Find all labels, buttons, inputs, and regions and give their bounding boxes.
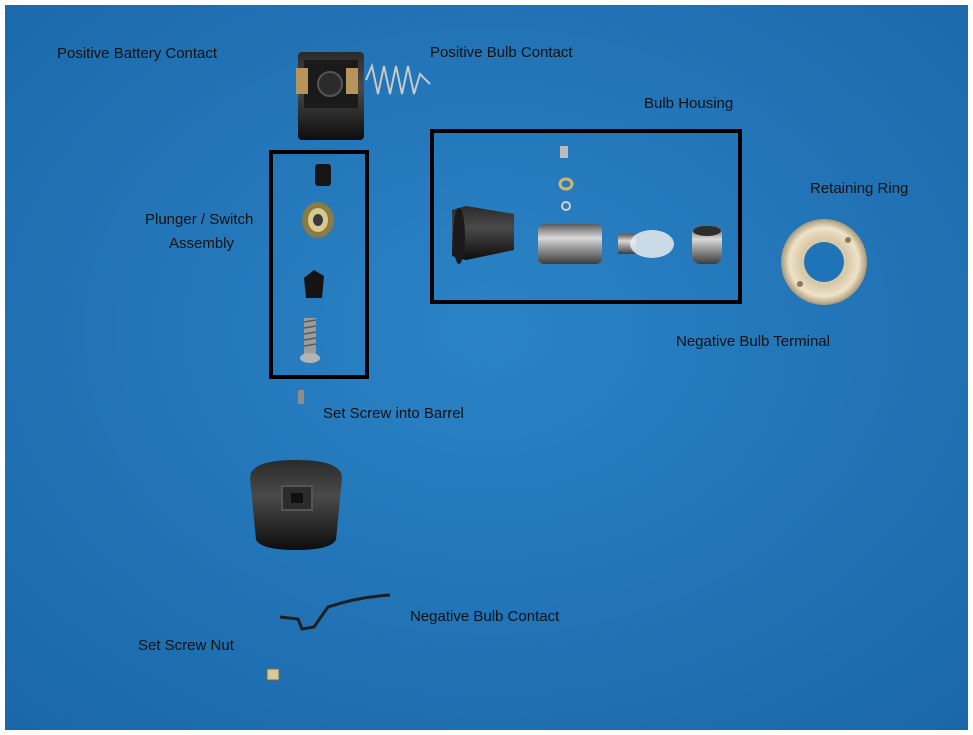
set-screw-nut-part bbox=[266, 668, 280, 681]
label-plunger-switch-line1: Plunger / Switch bbox=[145, 211, 254, 228]
label-plunger-switch-line2: Assembly bbox=[169, 235, 235, 252]
negative-bulb-contact-part bbox=[279, 593, 391, 631]
bulb-housing-box bbox=[430, 129, 742, 304]
bulb-housing-parts bbox=[452, 146, 722, 264]
switch-barrel-part bbox=[250, 460, 342, 550]
plunger-switch-box bbox=[269, 150, 369, 379]
set-screw bbox=[298, 390, 304, 404]
label-negative-bulb-terminal: Negative Bulb Terminal bbox=[676, 333, 830, 350]
positive-battery-contact-part bbox=[296, 52, 364, 140]
background bbox=[5, 5, 968, 730]
plunger-switch-parts bbox=[300, 164, 334, 363]
positive-bulb-contact-spring bbox=[365, 62, 431, 95]
label-set-screw-nut: Set Screw Nut bbox=[138, 637, 234, 654]
label-set-screw-into-barrel: Set Screw into Barrel bbox=[323, 405, 464, 422]
label-retaining-ring: Retaining Ring bbox=[810, 180, 909, 197]
label-negative-bulb-contact: Negative Bulb Contact bbox=[410, 608, 560, 625]
label-positive-battery-contact: Positive Battery Contact bbox=[57, 45, 218, 62]
retaining-ring-part bbox=[781, 219, 867, 305]
label-positive-bulb-contact: Positive Bulb Contact bbox=[430, 44, 573, 61]
label-bulb-housing: Bulb Housing bbox=[644, 95, 734, 112]
